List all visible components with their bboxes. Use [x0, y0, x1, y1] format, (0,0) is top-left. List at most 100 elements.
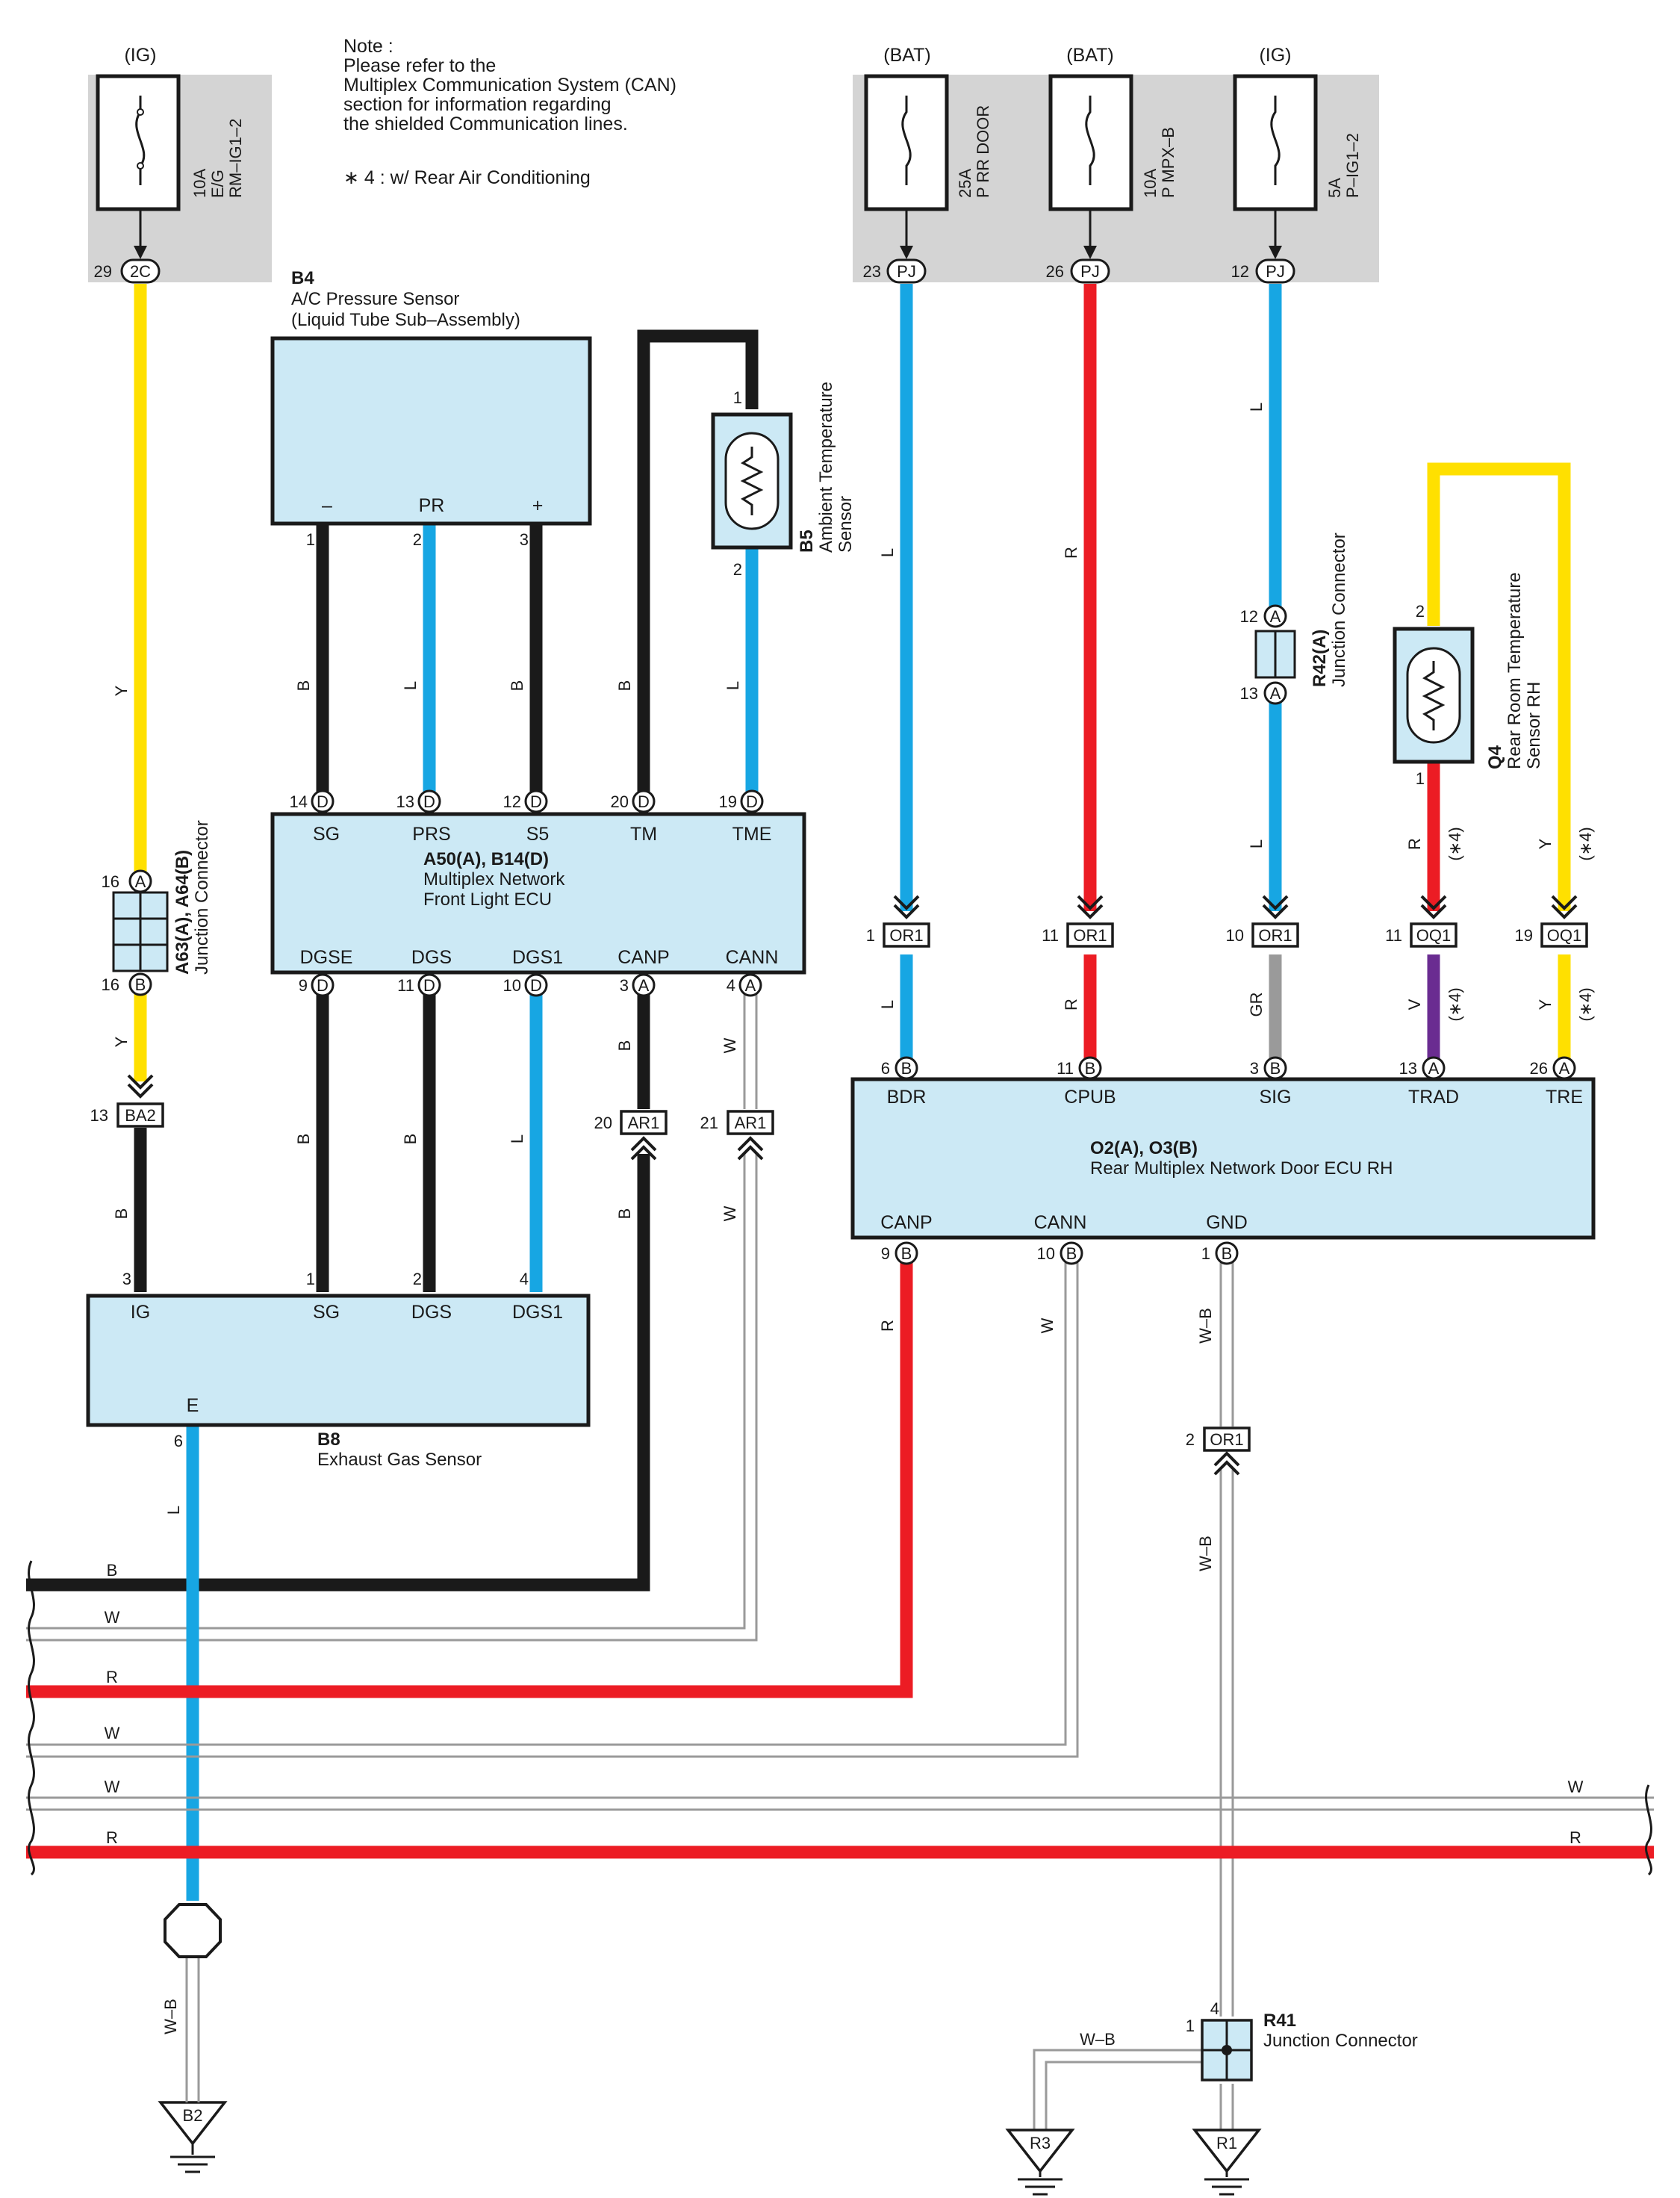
- wire-label: L: [878, 1000, 897, 1009]
- a63-id: A63(A), A64(B): [172, 850, 193, 975]
- pin-number: 16: [102, 975, 119, 994]
- connector-oq1: OQ1: [1416, 926, 1451, 945]
- a63-name: Junction Connector: [192, 820, 212, 975]
- inline-connectors: BA2 AR1 AR1 OR1 OR1 OR1 OQ1 OQ1 OR1: [116, 895, 1588, 1958]
- wire-label: B: [615, 680, 634, 692]
- connector-or1: OR1: [1210, 1430, 1243, 1449]
- pin-letter: D: [530, 976, 542, 995]
- connector-pills: 2C PJ PJ PJ: [120, 209, 1295, 284]
- fuse-eg: [96, 74, 181, 211]
- note-line: section for information regarding: [343, 94, 612, 115]
- o2-term: SIG: [1259, 1087, 1291, 1108]
- pin-number: 2: [413, 530, 422, 549]
- pin-letter: A: [638, 976, 650, 995]
- o2-id: O2(A), O3(B): [1090, 1138, 1198, 1158]
- wire-label: B: [401, 1134, 420, 1145]
- pin-number: 16: [102, 872, 119, 891]
- wire-label: GR: [1247, 993, 1266, 1017]
- connector-or1: OR1: [889, 926, 923, 945]
- wire-wb-gnd: [1219, 1262, 1234, 1426]
- q4-id: Q4: [1485, 745, 1505, 769]
- wire-label: B: [615, 1040, 634, 1052]
- wire-label: W: [105, 1778, 120, 1796]
- pin-number: 11: [1042, 926, 1059, 945]
- connector-or1: OR1: [1073, 926, 1107, 945]
- wire-canp-bus: [26, 1154, 650, 1592]
- wire-b5-tm: [637, 329, 759, 793]
- b4-id: B4: [291, 268, 314, 288]
- pin-number: 3: [1250, 1059, 1259, 1078]
- a50-name2: Front Light ECU: [423, 890, 552, 910]
- wire-label: (∗4): [1576, 987, 1595, 1021]
- wire-label: W–B: [1196, 1308, 1215, 1344]
- b8-id: B8: [317, 1429, 340, 1450]
- component-a50: SG PRS S5 TM TME A50(A), B14(D) Multiple…: [270, 812, 806, 975]
- fuse-block-left: (IG) 10A E/G RM–IG1–2: [88, 45, 272, 282]
- component-r42: R42(A) Junction Connector: [1254, 533, 1349, 687]
- b8-term: SG: [313, 1302, 340, 1323]
- a50-term: TME: [732, 824, 772, 845]
- wire-label: B: [294, 680, 313, 692]
- connector-ba2: BA2: [125, 1106, 156, 1125]
- o2-term: GND: [1206, 1212, 1248, 1233]
- fuse-eg-rating: 10A: [190, 169, 209, 198]
- wire-label: R: [878, 1320, 897, 1332]
- pin-number: 29: [94, 262, 112, 281]
- pin-number: 6: [881, 1059, 890, 1078]
- fuse-symbol-icon: [1085, 96, 1095, 185]
- pin-letter: B: [135, 975, 146, 994]
- fuse-block-right: (BAT) (BAT) (IG) 25A P RR DOOR 10A P MPX…: [853, 45, 1379, 282]
- r41-id: R41: [1263, 2011, 1296, 2031]
- power-label-ig-left: (IG): [124, 45, 156, 66]
- pin-numbers: 29 23 26 12 1 2 3 1 2 14 13 12 20 19 9 1…: [90, 262, 1548, 2035]
- pin-circles: D D D D D D D D A A A B A A B B B A: [128, 604, 1576, 1265]
- pin-number: 3: [520, 530, 529, 549]
- wire-label: R: [1062, 547, 1080, 559]
- fuse-ig1-rating: 5A: [1325, 178, 1344, 198]
- wire-label: B: [112, 1208, 131, 1220]
- pin-letter: D: [317, 792, 329, 811]
- pin-number: 12: [1231, 262, 1249, 281]
- a50-term: TM: [630, 824, 657, 845]
- wire-label: W–B: [1196, 1536, 1215, 1571]
- thermistor-icon: [1406, 647, 1461, 744]
- wire-label: R: [1062, 999, 1080, 1010]
- fuse-symbol-icon: [901, 96, 912, 185]
- o2-term: BDR: [887, 1087, 927, 1108]
- wire-label: L: [1247, 403, 1266, 412]
- wire-label: B: [107, 1561, 118, 1580]
- pin-number: 26: [1046, 262, 1064, 281]
- o2-term: CANN: [1034, 1212, 1087, 1233]
- pin-letter: B: [901, 1244, 912, 1263]
- pin-number: 10: [1037, 1244, 1055, 1263]
- pin-letter: D: [317, 976, 329, 995]
- b5-name2: Sensor: [836, 496, 856, 553]
- pin-number: 11: [397, 976, 414, 995]
- wire-label: (∗4): [1446, 827, 1464, 860]
- wire-label: R: [106, 1828, 118, 1847]
- connector-ar1: AR1: [628, 1114, 660, 1132]
- power-label-bat1: (BAT): [883, 45, 930, 66]
- a50-name: Multiplex Network: [423, 869, 565, 890]
- connector-pj: PJ: [1266, 262, 1285, 281]
- power-label-bat2: (BAT): [1066, 45, 1113, 66]
- power-label-ig-right: (IG): [1259, 45, 1291, 66]
- wire-bus-w: [26, 1796, 1654, 1811]
- wire-label: W: [105, 1724, 120, 1742]
- pin-number: 11: [1057, 1059, 1074, 1078]
- component-b8: IG SG DGS DGS1 E B8 Exhaust Gas Sensor: [86, 1294, 591, 1470]
- wire-label: R: [106, 1668, 118, 1686]
- b8-term: DGS: [411, 1302, 452, 1323]
- pin-number: 3: [620, 976, 629, 995]
- pin-letter: B: [1222, 1244, 1233, 1263]
- pin-number: 2: [1416, 602, 1425, 621]
- note-footnote: ∗ 4 : w/ Rear Air Conditioning: [343, 167, 591, 188]
- b4-term: –: [322, 495, 332, 516]
- wire-label: W: [1568, 1778, 1584, 1796]
- a50-term: DGS1: [512, 947, 563, 968]
- bus-wave-ends: [28, 1560, 1652, 1876]
- wire-label: W: [721, 1205, 739, 1221]
- wire-cann-1: [743, 993, 758, 1109]
- b4-term: PR: [419, 495, 445, 516]
